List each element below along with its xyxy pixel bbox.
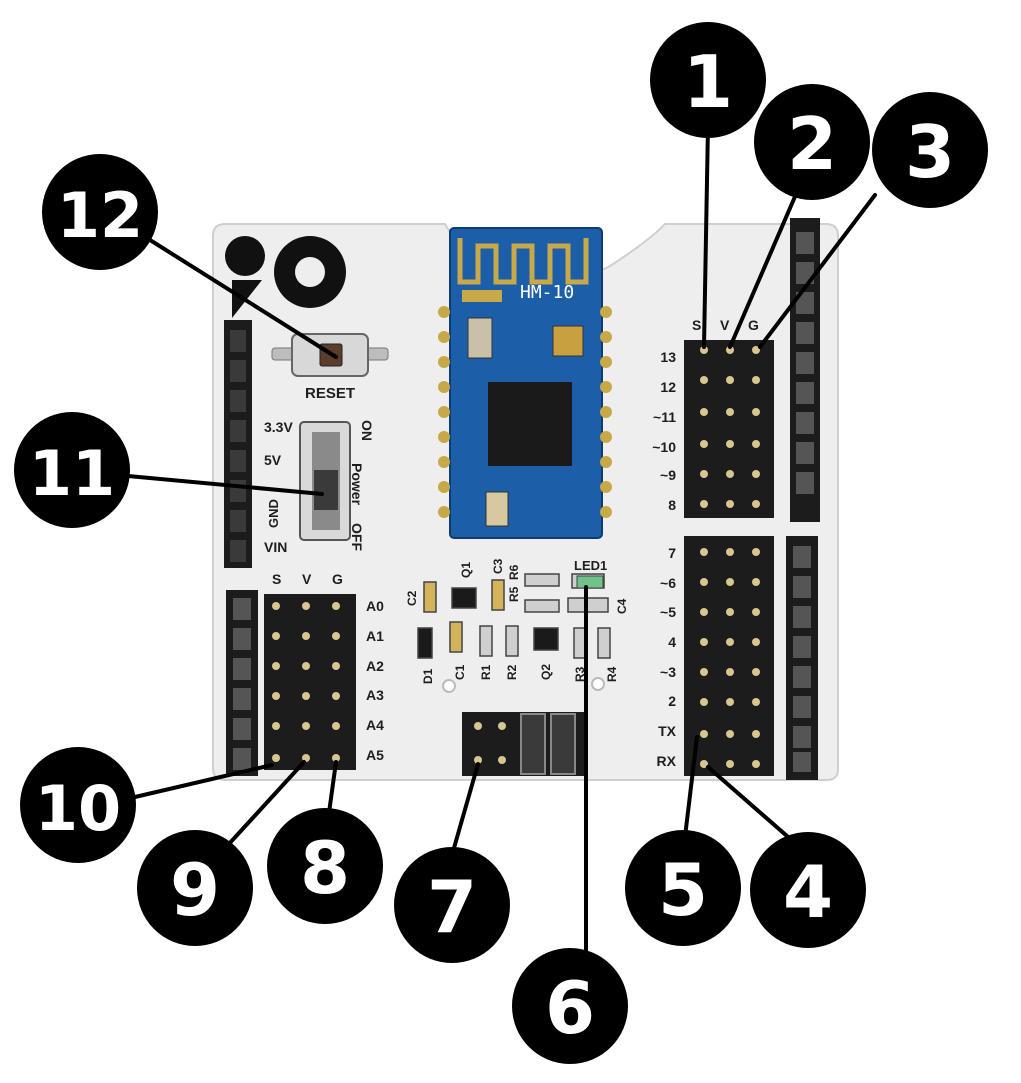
switch-on-label: ON [359,420,375,441]
callout-number: 1 [683,40,733,124]
pin-label-13: 13 [660,349,676,365]
label-c2: C2 [405,590,419,606]
callout-number: 5 [658,848,708,932]
pin-label-tx: TX [658,723,677,739]
callout-number: 12 [57,179,143,252]
callout-number: 3 [905,110,955,194]
power-header [224,320,252,568]
power-switch[interactable] [299,421,351,541]
pin-label-11: ~11 [653,409,676,425]
jumper-block [462,712,584,776]
label-q2: Q2 [539,664,553,680]
callout-leaders [126,123,877,952]
callout-12: 12 [42,154,158,270]
callout-number: 8 [300,826,350,910]
label-r2: R2 [505,664,519,680]
callout-2: 2 [754,84,870,200]
header-top-g-label: G [748,317,759,333]
pin-label-7: 7 [668,545,676,561]
header-analog-g-label: G [332,571,343,587]
switch-off-label: OFF [349,523,365,551]
pin-label-3: ~3 [660,664,676,680]
pin-label-9: ~9 [660,467,676,483]
callout-number: 11 [29,437,115,510]
label-c4: C4 [615,598,629,614]
pin-label-5: ~5 [660,604,676,620]
header-analog-s-label: S [272,571,281,587]
header-top-s-label: S [692,317,701,333]
pin-label-a1: A1 [366,628,384,644]
pin-label-a4: A4 [366,717,384,733]
pin-label-2: 2 [668,693,676,709]
pin-label-gnd: GND [266,499,281,528]
callout-1: 1 [650,22,766,138]
pin-label-a2: A2 [366,658,384,674]
label-r6: R6 [507,564,521,580]
pin-label-12: 12 [660,379,676,395]
callout-number: 6 [545,966,595,1050]
pin-label-a3: A3 [366,687,384,703]
callout-11: 11 [14,412,130,528]
callout-4: 4 [750,832,866,948]
pin-label-10: ~10 [652,439,676,455]
module-model-label: HM-10 [520,282,574,303]
hm10-module [438,227,612,539]
pin-label-5v: 5V [264,452,282,468]
callout-number: 7 [427,865,477,949]
pin-label-4: 4 [668,634,676,650]
reset-label: RESET [305,385,355,402]
digital-header-top [684,218,820,522]
callout-9: 9 [137,830,253,946]
callout-number: 9 [170,848,220,932]
status-led [576,575,604,589]
pin-label-a5: A5 [366,747,384,763]
digital-header-bottom [684,536,818,780]
callout-10: 10 [20,747,136,863]
callout-number: 2 [787,102,837,186]
callout-number: 4 [783,850,833,934]
header-top-v-label: V [720,317,730,333]
label-d1: D1 [421,668,435,684]
pin-label-rx: RX [657,753,677,769]
pin-label-vin: VIN [264,539,287,555]
pin-label-3v3: 3.3V [264,419,293,435]
led-label: LED1 [574,558,607,573]
callout-5: 5 [625,830,741,946]
label-r3: R3 [573,666,587,682]
analog-header [226,590,356,776]
pin-label-6: ~6 [660,575,676,591]
label-r1: R1 [479,664,493,680]
callout-7: 7 [394,847,510,963]
brand-logo-icon [225,236,346,318]
label-r5: R5 [507,586,521,602]
switch-power-label: Power [349,463,365,506]
label-r4: R4 [605,666,619,682]
pin-label-a0: A0 [366,598,384,614]
pin-label-8: 8 [668,497,676,513]
callout-8: 8 [267,808,383,924]
callout-number: 10 [35,772,121,845]
label-q1: Q1 [459,562,473,578]
header-analog-v-label: V [302,571,312,587]
callout-3: 3 [872,92,988,208]
callout-6: 6 [512,948,628,1064]
label-c1: C1 [453,664,467,680]
mounting-holes [442,677,605,693]
label-c3: C3 [491,558,505,574]
